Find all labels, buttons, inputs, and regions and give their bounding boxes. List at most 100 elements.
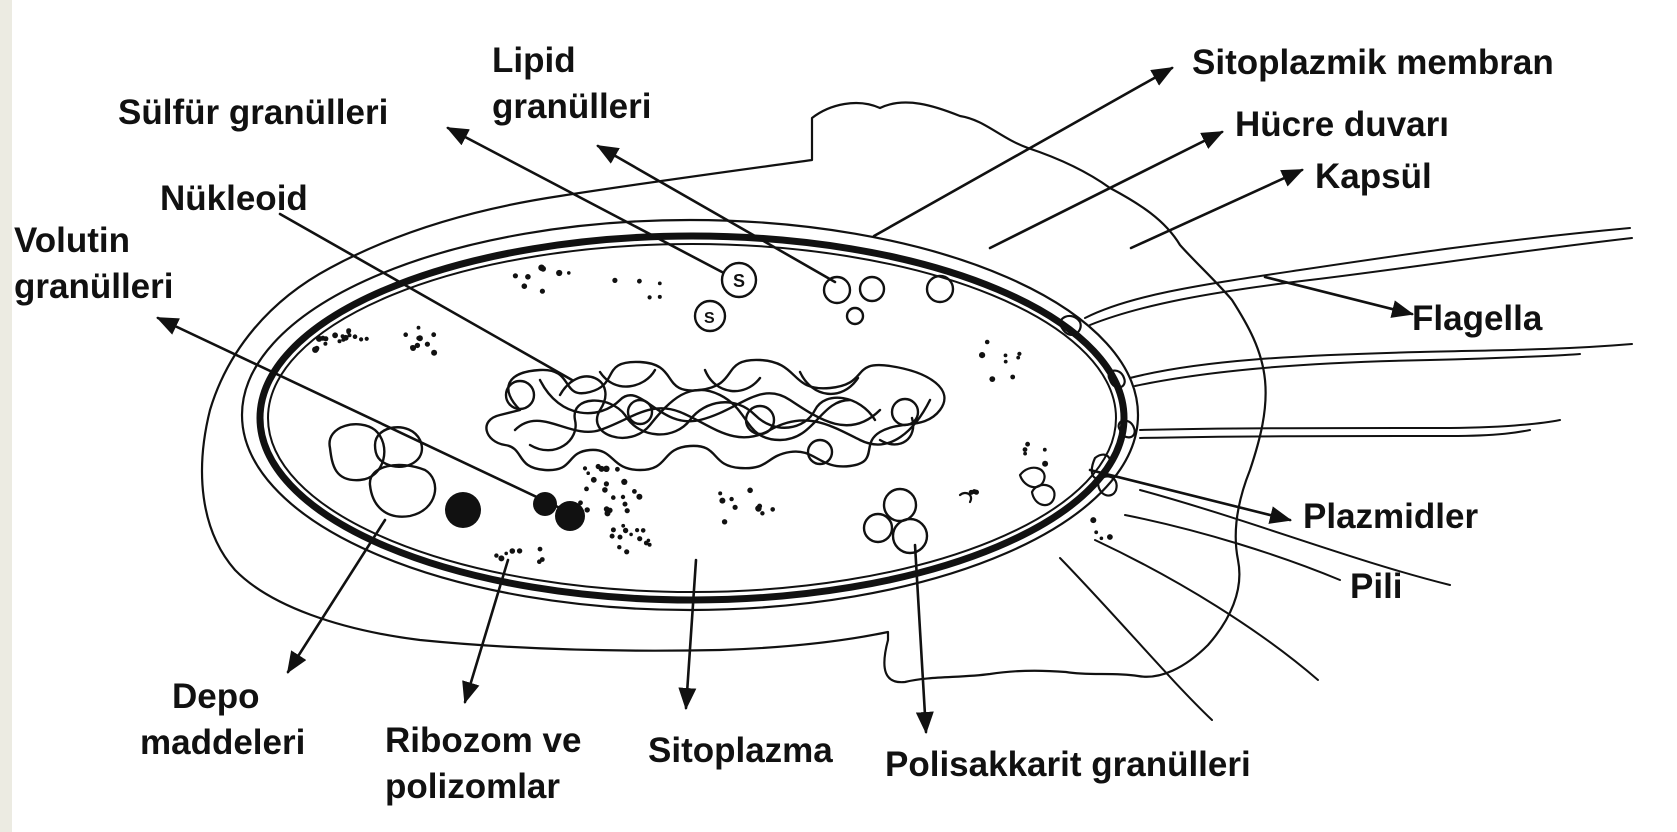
label-cytoplasmic-membrane: Sitoplazmik membran [1192, 42, 1554, 84]
ribosome-dot [1025, 442, 1030, 447]
label-lipid-granules-line1: Lipid [492, 40, 576, 82]
label-polysaccharide-granules: Polisakkarit granülleri [885, 744, 1251, 786]
ribosome-dot [1100, 537, 1104, 541]
ribosome-dot [722, 519, 727, 524]
ribosome-dot [596, 464, 601, 469]
label-flagella: Flagella [1412, 298, 1542, 340]
ribosome-dot [431, 332, 436, 337]
ribosome-dot [525, 274, 531, 280]
label-depot-line1: Depo [172, 676, 260, 718]
label-volutin-line1: Volutin [14, 220, 130, 262]
ribosome-dot [615, 467, 620, 472]
label-capsule: Kapsül [1315, 156, 1432, 198]
ribosome-dot [719, 498, 725, 504]
label-plasmids: Plazmidler [1303, 496, 1478, 538]
ribosome-dot [1017, 352, 1021, 356]
ribosome-dot [504, 552, 508, 556]
ribosome-dot [538, 547, 543, 552]
volutin-granules [445, 492, 585, 531]
depot-granules [330, 424, 436, 516]
ribosome-dot [637, 536, 642, 541]
ribosome-dot [425, 342, 430, 347]
lipid-granule [927, 276, 953, 302]
ribosome-dot [332, 332, 338, 338]
ribosome-dot [733, 505, 738, 510]
ribosome-dot [658, 282, 662, 286]
ribosome-dot [610, 534, 615, 539]
ribosome-dot [346, 330, 350, 334]
ribosome-dot [729, 497, 733, 501]
ribosome-dot [1004, 354, 1008, 358]
label-lipid-granules-line2: granülleri [492, 86, 651, 128]
ribosome-dot [403, 332, 408, 337]
ribosome-dot [989, 376, 995, 382]
ribosome-dot [641, 528, 646, 533]
ribosome-dot [1090, 517, 1096, 523]
ribosome-dot [365, 337, 369, 341]
ribosome-dot [323, 342, 327, 346]
label-volutin-line2: granülleri [14, 266, 173, 308]
ribosome-dot [567, 271, 571, 275]
ribosome-dot [1107, 534, 1113, 540]
ribosome-dot [1004, 360, 1008, 364]
ribosome-dot [416, 336, 420, 340]
lipid-granule [860, 277, 884, 301]
ribosome-dot [359, 337, 363, 341]
plasmids [960, 455, 1117, 506]
ribosome-dot [617, 545, 621, 549]
ribosome-dot [586, 471, 590, 475]
ribosome-dot [623, 528, 628, 533]
ribosome-dot [611, 527, 616, 532]
ribosome-dot [629, 533, 633, 537]
ribosome-dot [623, 502, 628, 507]
ribosome-dot [1010, 375, 1015, 380]
ribosome-dot [621, 495, 625, 499]
label-cytoplasm: Sitoplazma [648, 730, 833, 772]
label-nucleoid: Nükleoid [160, 178, 308, 220]
ribosome-dot [757, 504, 762, 509]
ribosome-dot [513, 273, 518, 278]
ribosome-dot [591, 477, 597, 483]
ribosome-dot [320, 336, 325, 341]
cell-wall [242, 220, 1138, 610]
polysaccharide-granules [864, 489, 927, 553]
label-ribosome-line1: Ribozom ve [385, 720, 581, 762]
ribosome-dot [510, 548, 516, 554]
ribosome-dot [611, 495, 616, 500]
ribosome-dot [760, 511, 764, 515]
flagella [1085, 228, 1632, 438]
ribosome-dot [315, 347, 319, 351]
ribosome-dot [556, 270, 562, 276]
ribosome-dot [648, 295, 652, 299]
ribosome-dot [624, 549, 629, 554]
label-sulfur-granules: Sülfür granülleri [118, 92, 388, 134]
ribosome-dot [979, 352, 985, 358]
ribosome-dot [431, 350, 437, 356]
ribosome-dot [603, 466, 609, 472]
ribosome-dot [1043, 448, 1047, 452]
leader-lines [158, 68, 1412, 732]
ribosome-dot [636, 494, 642, 500]
ribosome-dot [540, 289, 545, 294]
ribosome-dot [985, 340, 990, 345]
ribosome-dot [658, 295, 662, 299]
ribosome-dot [417, 326, 421, 330]
ribosome-dot [625, 508, 630, 513]
sulfur-s-letter: S [704, 310, 715, 327]
sulfur-s-letter: S [733, 271, 745, 291]
ribosome-dot [578, 500, 583, 505]
ribosome-dot [1094, 530, 1098, 534]
ribosome-dot [632, 489, 637, 494]
ribosome-dot [637, 279, 642, 284]
label-pili: Pili [1350, 566, 1403, 608]
ribosome-dot [1016, 356, 1020, 360]
ribosome-dot [522, 283, 528, 289]
label-cell-wall: Hücre duvarı [1235, 104, 1449, 146]
nucleoid-dna [486, 360, 944, 470]
ribosome-dot [517, 548, 522, 553]
ribosome-dot [635, 528, 639, 532]
ribosome-dot [540, 557, 545, 562]
ribosome-dot [747, 488, 753, 494]
ribosome-dot [585, 507, 590, 512]
